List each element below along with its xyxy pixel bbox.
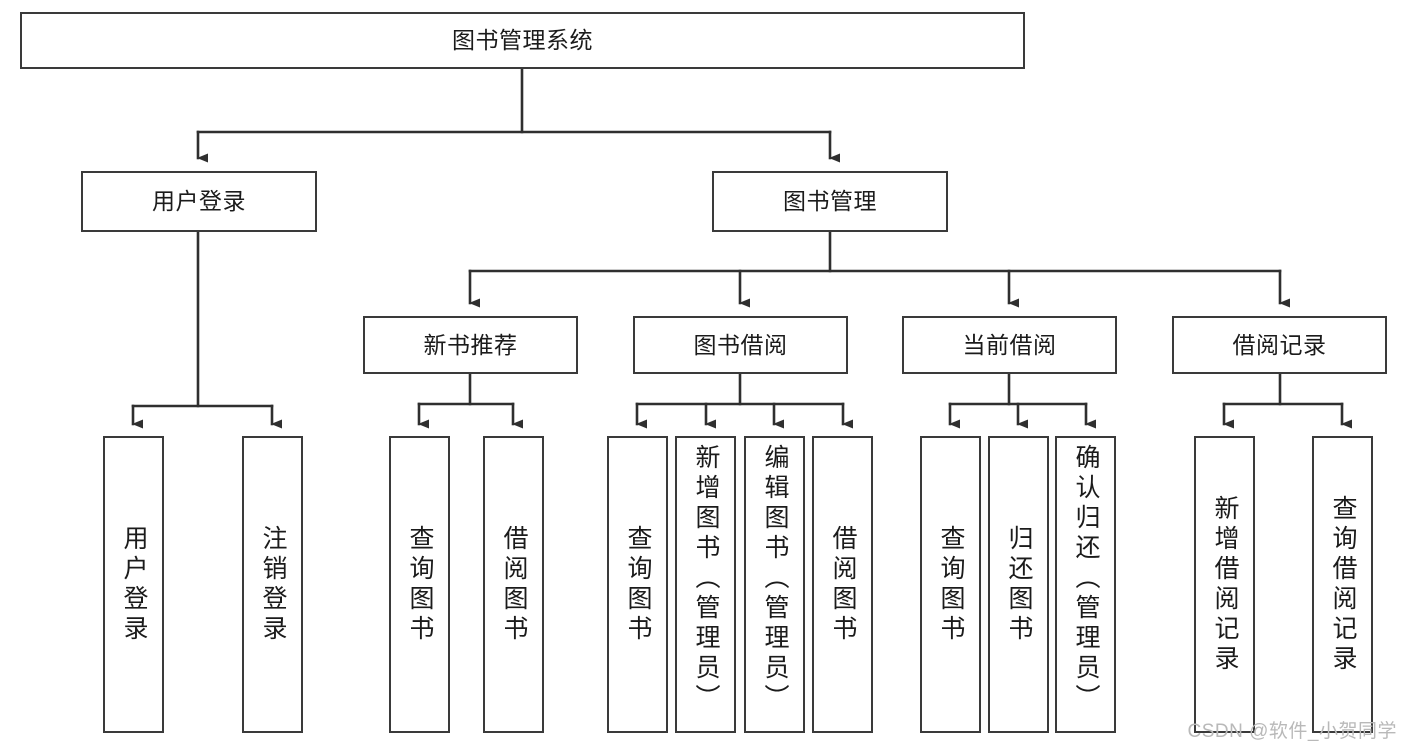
node-borrow-record-label: 借阅记录 <box>1232 331 1327 358</box>
node-book-borrow[interactable]: 图书借阅 <box>633 316 848 374</box>
node-book-borrow-label: 图书借阅 <box>693 331 788 358</box>
leaf-record-add[interactable]: 新增借阅记录 <box>1194 436 1255 733</box>
leaf-current-return-book-label: 归还图书 <box>1005 524 1033 645</box>
leaf-current-return-book[interactable]: 归还图书 <box>988 436 1049 733</box>
leaf-borrow-edit-book-label: 编辑图书（管理员） <box>761 444 789 714</box>
leaf-new-book-borrow[interactable]: 借阅图书 <box>483 436 544 733</box>
leaf-borrow-add-book-label: 新增图书（管理员） <box>692 444 720 714</box>
leaf-user-login-logout-label: 注销登录 <box>259 524 287 645</box>
leaf-new-book-query-label: 查询图书 <box>406 524 434 645</box>
leaf-new-book-query[interactable]: 查询图书 <box>389 436 450 733</box>
leaf-borrow-borrow-book-label: 借阅图书 <box>829 524 857 645</box>
leaf-borrow-borrow-book[interactable]: 借阅图书 <box>812 436 873 733</box>
node-root[interactable]: 图书管理系统 <box>20 12 1025 69</box>
leaf-record-query[interactable]: 查询借阅记录 <box>1312 436 1373 733</box>
leaf-borrow-query-book[interactable]: 查询图书 <box>607 436 668 733</box>
node-current-borrow-label: 当前借阅 <box>962 331 1057 358</box>
leaf-current-confirm-return[interactable]: 确认归还（管理员） <box>1055 436 1116 733</box>
leaf-current-query-book[interactable]: 查询图书 <box>920 436 981 733</box>
node-new-book-recommend-label: 新书推荐 <box>423 331 518 358</box>
leaf-record-add-label: 新增借阅记录 <box>1211 494 1239 675</box>
node-user-login[interactable]: 用户登录 <box>81 171 317 232</box>
leaf-borrow-query-book-label: 查询图书 <box>624 524 652 645</box>
node-borrow-record[interactable]: 借阅记录 <box>1172 316 1387 374</box>
leaf-user-login-login-label: 用户登录 <box>120 524 148 645</box>
leaf-user-login-login[interactable]: 用户登录 <box>103 436 164 733</box>
node-book-management[interactable]: 图书管理 <box>712 171 948 232</box>
leaf-record-query-label: 查询借阅记录 <box>1329 494 1357 675</box>
leaf-borrow-edit-book[interactable]: 编辑图书（管理员） <box>744 436 805 733</box>
csdn-watermark: CSDN @软件_小贺同学 <box>1187 721 1397 742</box>
node-current-borrow[interactable]: 当前借阅 <box>902 316 1117 374</box>
leaf-current-confirm-return-label: 确认归还（管理员） <box>1072 444 1100 714</box>
node-book-management-label: 图书管理 <box>783 188 877 215</box>
leaf-current-query-book-label: 查询图书 <box>937 524 965 645</box>
leaf-borrow-add-book[interactable]: 新增图书（管理员） <box>675 436 736 733</box>
node-root-label: 图书管理系统 <box>452 27 593 54</box>
leaf-new-book-borrow-label: 借阅图书 <box>500 524 528 645</box>
node-user-login-label: 用户登录 <box>152 188 246 215</box>
leaf-user-login-logout[interactable]: 注销登录 <box>242 436 303 733</box>
node-new-book-recommend[interactable]: 新书推荐 <box>363 316 578 374</box>
